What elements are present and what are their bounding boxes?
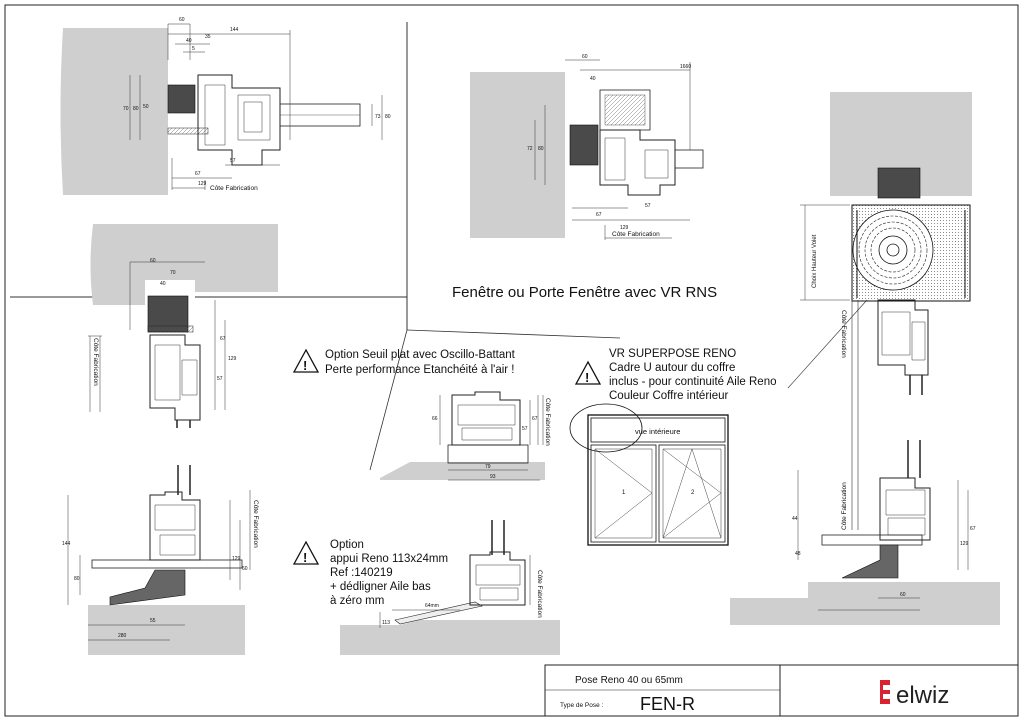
warning-icon: ! [292, 348, 320, 373]
warning-note-appui: ! Option appui Reno 113x24mm Ref :140219… [292, 539, 448, 607]
separator-diagonal-2 [406, 329, 621, 339]
note-vr-line3: inclus - pour continuité Aile Reno [609, 376, 777, 388]
dim-tm-10: 129 [620, 225, 629, 231]
note-appui-line4: + dédligner Aile bas [330, 581, 431, 593]
detail-top-middle: Côte Fabrication 60 1660 40 72 80 67 57 … [470, 54, 704, 240]
detail-bottom-left: Côte Fabrication 144 129 60 55 80 280 [62, 465, 259, 655]
pose-label: Pose Reno 40 ou 65mm [575, 675, 683, 686]
dim-tl-9: 73 [375, 114, 381, 120]
dim-tl-7: 80 [133, 106, 139, 112]
dim-tm-2: 40 [590, 76, 596, 82]
interior-view-window: vue intérieure 1 2 [569, 403, 729, 546]
dim-seuil-0: 66 [432, 416, 438, 422]
dim-tl-6: 70 [123, 106, 129, 112]
detail-seuil-plat: Côte Fabrication 66 57 67 79 93 [380, 391, 551, 481]
main-title: Fenêtre ou Porte Fenêtre avec VR RNS [452, 284, 717, 301]
dim-tl-2: 40 [186, 38, 192, 44]
cote-label: Côte Fabrication [840, 310, 847, 358]
dim-tl-0: 60 [179, 17, 185, 23]
detail-vr-section: Choix Hauteur Volet Côte Fabrication Côt… [730, 92, 1000, 625]
dim-tm-5: 72 [527, 146, 533, 152]
cote-label: Côte Fabrication [544, 398, 551, 446]
dim-ml-3: 40 [160, 281, 166, 287]
dim-appui-0: 113 [382, 620, 390, 626]
dim-r-0: 44 [792, 516, 798, 522]
note-appui-line2: appui Reno 113x24mm [330, 553, 448, 565]
warning-icon: ! [292, 540, 320, 565]
detail-top-left: Côte Fabrication 60 144 40 35 5 70 80 50… [60, 17, 391, 195]
logo-mark-icon [880, 680, 890, 704]
dim-seuil-3: 79 [485, 464, 491, 470]
dim-bl-1: 129 [232, 556, 241, 562]
dim-seuil-2: 67 [532, 416, 538, 422]
dim-seuil-1: 57 [522, 426, 528, 432]
note-vr-line1: VR SUPERPOSE RENO [609, 348, 736, 360]
dim-tm-8: 67 [596, 212, 602, 218]
dim-seuil-4: 93 [490, 474, 496, 480]
type-value: FEN-R [640, 694, 695, 714]
dim-bl-3: 55 [150, 618, 156, 624]
cote-label: Côte Fabrication [210, 185, 258, 192]
type-label: Type de Pose : [560, 702, 604, 709]
dim-bl-0: 144 [62, 541, 71, 547]
dim-ml-7: 67 [220, 336, 226, 342]
appui-dim: 64mm [425, 603, 439, 609]
dim-ml-6: 57 [217, 376, 223, 382]
warning-note-seuil: ! Option Seuil plat avec Oscillo-Battant… [292, 348, 516, 376]
dim-ml-0: 60 [150, 258, 156, 264]
dim-ml-8: 129 [228, 356, 237, 362]
dim-tl-3: 35 [205, 34, 211, 40]
cote-label: Côte Fabrication [841, 482, 848, 530]
dim-bl-2: 60 [242, 566, 248, 572]
dim-tl-5: 5 [192, 46, 195, 52]
svg-text:!: ! [303, 550, 307, 565]
cote-label: Côte Fabrication [92, 338, 99, 386]
note-seuil-line2: Perte performance Etanchéité à l'air ! [325, 364, 515, 376]
sash-number-1: 1 [622, 490, 626, 496]
elwiz-logo: elwiz [880, 680, 949, 709]
note-seuil-line1: Option Seuil plat avec Oscillo-Battant [325, 349, 516, 361]
vr-height-label: Choix Hauteur Volet [812, 234, 818, 288]
dim-tm-9: 57 [645, 203, 651, 209]
note-appui-line3: Ref :140219 [330, 567, 393, 579]
title-block: Pose Reno 40 ou 65mm Type de Pose : FEN-… [544, 664, 1019, 717]
view-label: vue intérieure [635, 427, 680, 436]
dim-tl-11: 67 [195, 171, 201, 177]
dim-tl-10: 80 [385, 114, 391, 120]
dim-ml-1: 70 [170, 270, 176, 276]
dim-r-7: 60 [900, 592, 906, 598]
sash-number-2: 2 [691, 490, 695, 496]
detail-middle-left: Côte Fabrication 60 70 40 57 67 129 [88, 224, 278, 428]
dim-tl-12: 57 [230, 158, 236, 164]
dim-tl-8: 50 [143, 104, 149, 110]
dim-tm-0: 60 [582, 54, 588, 60]
coffre-highlight [569, 403, 643, 453]
note-appui-line1: Option [330, 539, 364, 551]
dim-bl-7: 280 [118, 633, 127, 639]
dim-r-3: 67 [970, 526, 976, 532]
note-vr-line4: Couleur Coffre intérieur [609, 390, 728, 402]
sheet-border [4, 4, 1019, 717]
brand-name: elwiz [896, 682, 949, 709]
svg-text:!: ! [303, 358, 307, 373]
cote-label: Côte Fabrication [252, 500, 259, 548]
separator-diagonal [369, 329, 408, 471]
note-appui-line5: à zéro mm [330, 595, 384, 607]
detail-appui-reno: 64mm 113 Côte Fabrication [340, 520, 560, 655]
dim-r-5: 48 [795, 551, 801, 557]
svg-text:!: ! [585, 370, 589, 385]
warning-note-vr: ! VR SUPERPOSE RENO Cadre U autour du co… [574, 348, 777, 402]
cote-label: Côte Fabrication [536, 570, 543, 618]
dim-tl-13: 129 [198, 181, 207, 187]
dim-tm-1: 1660 [680, 64, 691, 70]
dim-bl-4: 80 [74, 576, 80, 582]
warning-icon: ! [574, 360, 602, 385]
dim-r-2: 129 [960, 541, 969, 547]
dim-tl-1: 144 [230, 27, 239, 33]
dim-tm-6: 80 [538, 146, 544, 152]
note-vr-line2: Cadre U autour du coffre [609, 362, 735, 374]
cote-label: Côte Fabrication [612, 231, 660, 238]
